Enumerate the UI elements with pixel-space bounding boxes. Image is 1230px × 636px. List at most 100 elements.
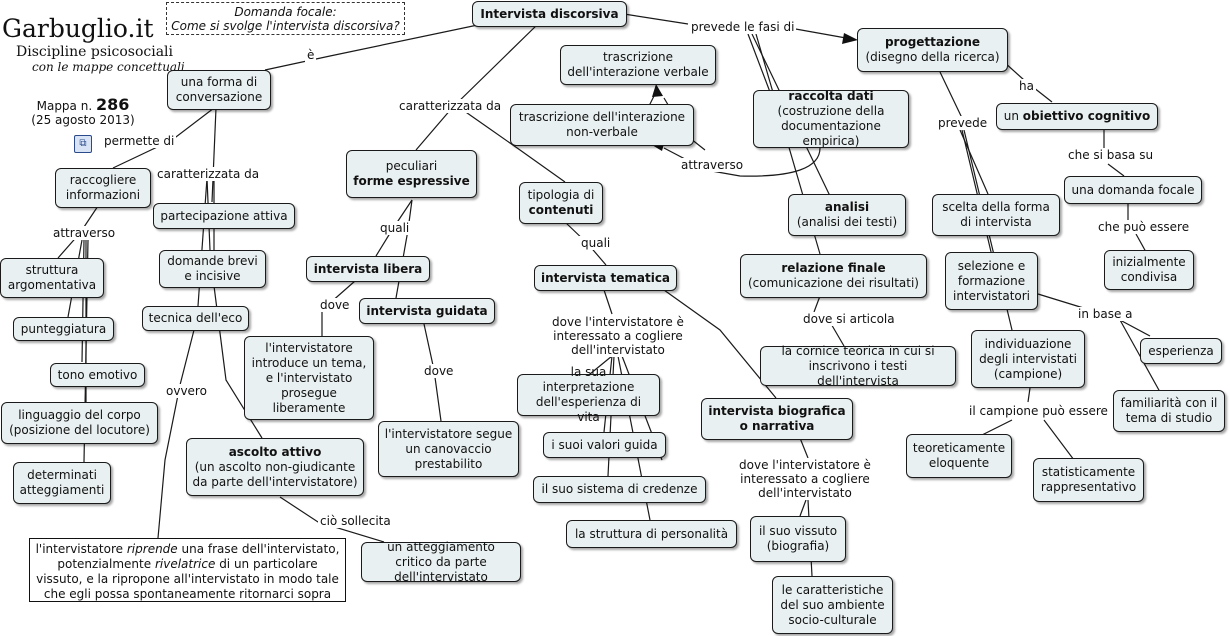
node-punteggiatura[interactable]: punteggiatura bbox=[13, 317, 114, 341]
link-line bbox=[1135, 233, 1147, 253]
node-cornice-teorica[interactable]: la cornice teorica in cui si inscrivono … bbox=[760, 344, 956, 388]
node-intervista-discorsiva[interactable]: Intervista discorsiva bbox=[472, 1, 627, 27]
node-teoreticamente-eloquente[interactable]: teoreticamente eloquente bbox=[906, 434, 1012, 478]
link-label-e: è bbox=[305, 48, 317, 62]
node-statisticamente-rappresentativo[interactable]: statisticamente rappresentativo bbox=[1033, 458, 1144, 502]
link-label-il-campione-puo-essere: il campione può essere bbox=[967, 404, 1110, 418]
link-label-attraverso-mid: attraverso bbox=[679, 158, 746, 172]
brand-tagline: con le mappe concettuali bbox=[32, 60, 185, 74]
node-obiettivo-cognitivo[interactable]: un obiettivo cognitivo bbox=[996, 103, 1158, 130]
link-label-dove-1: dove bbox=[318, 298, 352, 312]
node-libera-desc[interactable]: l'intervistatore introduce un tema, e l'… bbox=[244, 336, 374, 420]
map-link-icon[interactable]: ⧉ bbox=[74, 135, 92, 153]
link-label-caratterizzata-da-mid: caratterizzata da bbox=[397, 99, 504, 113]
map-date: (25 agosto 2013) bbox=[31, 113, 135, 127]
link-label-caratterizzata-da-left: caratterizzata da bbox=[155, 167, 262, 181]
map-label: Mappa n. bbox=[36, 99, 93, 113]
node-atteggiamento-critico[interactable]: un atteggiamento critico da parte dell'i… bbox=[361, 540, 521, 584]
node-domande-brevi[interactable]: domande brevi e incisive bbox=[159, 250, 266, 288]
map-info: Mappa n. 286 (25 agosto 2013) bbox=[28, 95, 138, 128]
link-label-dove-si-articola: dove si articola bbox=[801, 312, 897, 326]
link-label-prevede: prevede bbox=[936, 116, 990, 130]
node-intervista-tematica[interactable]: intervista tematica bbox=[534, 265, 677, 291]
link-line bbox=[459, 107, 566, 183]
node-interpretazione[interactable]: la sua interpretazione dell'esperienza d… bbox=[517, 365, 660, 424]
link-line bbox=[979, 419, 1013, 437]
link-line bbox=[663, 147, 821, 177]
link-label-dove-tematica: dove l'intervistatore è interessato a co… bbox=[546, 315, 690, 357]
node-guidata-desc[interactable]: l'intervistatore segue un canovaccio pre… bbox=[378, 421, 519, 477]
link-line bbox=[1043, 419, 1075, 461]
link-label-prevede-le-fasi-di: prevede le fasi di bbox=[689, 20, 797, 34]
link-line bbox=[747, 33, 771, 93]
node-domanda-focale[interactable]: una domanda focale bbox=[1064, 176, 1202, 204]
node-partecipazione-attiva[interactable]: partecipazione attiva bbox=[153, 203, 295, 229]
link-label-ha: ha bbox=[1017, 79, 1036, 93]
node-raccolta-dati[interactable]: raccolta dati(costruzione della document… bbox=[753, 89, 909, 148]
node-struttura-argomentativa[interactable]: struttura argomentativa bbox=[0, 258, 104, 298]
link-line bbox=[211, 107, 217, 203]
node-valori-guida[interactable]: i suoi valori guida bbox=[543, 432, 666, 458]
node-sistema-credenze[interactable]: il suo sistema di credenze bbox=[533, 476, 706, 503]
link-line bbox=[813, 295, 821, 313]
node-familiarita[interactable]: familiarità con il tema di studio bbox=[1113, 390, 1225, 432]
link-line bbox=[589, 355, 613, 375]
node-intervista-biografica[interactable]: intervista biografica o narrativa bbox=[701, 398, 853, 440]
focal-question-box: Domanda focale: Come si svolge l'intervi… bbox=[166, 2, 405, 35]
node-trascrizione-nonverbale[interactable]: trascrizione dell'interazione non-verbal… bbox=[510, 104, 694, 146]
node-ascolto-attivo[interactable]: ascolto attivo(un ascolto non-giudicante… bbox=[186, 438, 364, 496]
link-line bbox=[1107, 163, 1125, 177]
link-line bbox=[623, 13, 689, 25]
node-raccogliere-informazioni[interactable]: raccogliere informazioni bbox=[55, 168, 151, 208]
node-intervista-guidata[interactable]: intervista guidata bbox=[359, 298, 495, 324]
link-label-che-si-basa-su: che si basa su bbox=[1066, 148, 1156, 162]
link-line bbox=[939, 71, 963, 119]
link-label-quali-2: quali bbox=[579, 236, 613, 250]
node-forma-conversazione[interactable]: una forma di conversazione bbox=[167, 70, 271, 110]
node-tono-emotivo[interactable]: tono emotivo bbox=[50, 363, 145, 387]
link-line bbox=[1027, 387, 1031, 403]
node-esperienza[interactable]: esperienza bbox=[1140, 338, 1222, 364]
brand-subtitle: Discipline psicosociali bbox=[16, 44, 174, 60]
link-line bbox=[663, 289, 777, 399]
node-individuazione-intervistati[interactable]: individuazione degli intervistati (campi… bbox=[971, 330, 1085, 388]
link-line bbox=[157, 329, 195, 539]
link-line bbox=[603, 289, 613, 315]
arrowhead-progettazione bbox=[842, 33, 858, 44]
node-determinati-atteggiamenti[interactable]: determinati atteggiamenti bbox=[13, 462, 111, 504]
node-tecnica-eco[interactable]: tecnica dell'eco bbox=[142, 306, 249, 331]
node-scelta-forma[interactable]: scelta della forma di intervista bbox=[932, 194, 1060, 236]
node-inizialmente-condivisa[interactable]: inizialmente condivisa bbox=[1104, 250, 1194, 290]
node-analisi[interactable]: analisi(analisi dei testi) bbox=[788, 194, 906, 236]
arrow-line bbox=[789, 27, 847, 39]
node-selezione-intervistatori[interactable]: selezione e formazione intervistatori bbox=[945, 252, 1038, 310]
link-label-attraverso-left: attraverso bbox=[51, 226, 118, 240]
node-vissuto[interactable]: il suo vissuto (biografia) bbox=[750, 516, 846, 562]
node-relazione-finale[interactable]: relazione finale(comunicazione dei risul… bbox=[740, 254, 927, 298]
brand-name: Garbuglio.it bbox=[2, 14, 154, 43]
brand-block: Garbuglio.it Discipline psicosociali con… bbox=[2, 14, 185, 74]
map-number: 286 bbox=[95, 95, 130, 114]
node-progettazione[interactable]: progettazione(disegno della ricerca) bbox=[857, 28, 1008, 72]
link-label-in-base-a: in base a bbox=[1076, 307, 1135, 321]
link-label-quali-1: quali bbox=[378, 221, 412, 235]
link-label-dove-biografica: dove l'intervistatore è interessato a co… bbox=[730, 458, 880, 500]
link-line bbox=[264, 21, 493, 71]
node-trascrizione-verbale[interactable]: trascrizione dell'interazione verbale bbox=[560, 45, 716, 85]
focal-question: Come si svolge l'intervista discorsiva? bbox=[171, 19, 400, 33]
link-line bbox=[799, 499, 807, 517]
node-riprende-note[interactable]: l'intervistatore riprende una frase dell… bbox=[29, 538, 346, 602]
focal-title: Domanda focale: bbox=[234, 5, 337, 19]
link-line bbox=[395, 199, 413, 299]
node-struttura-personalita[interactable]: la struttura di personalità bbox=[566, 520, 737, 548]
link-label-ovvero: ovvero bbox=[164, 384, 209, 398]
link-line bbox=[829, 321, 845, 347]
node-intervista-libera[interactable]: intervista libera bbox=[306, 256, 430, 282]
arrowhead-trasc-verbale bbox=[652, 84, 663, 97]
link-label-che-puo-essere: che può essere bbox=[1096, 220, 1192, 234]
node-linguaggio-corpo[interactable]: linguaggio del corpo (posizione del locu… bbox=[1, 402, 158, 444]
node-ambiente[interactable]: le caratteristiche del suo ambiente soci… bbox=[772, 576, 893, 634]
link-label-cio-sollecita: ciò sollecita bbox=[318, 514, 393, 528]
